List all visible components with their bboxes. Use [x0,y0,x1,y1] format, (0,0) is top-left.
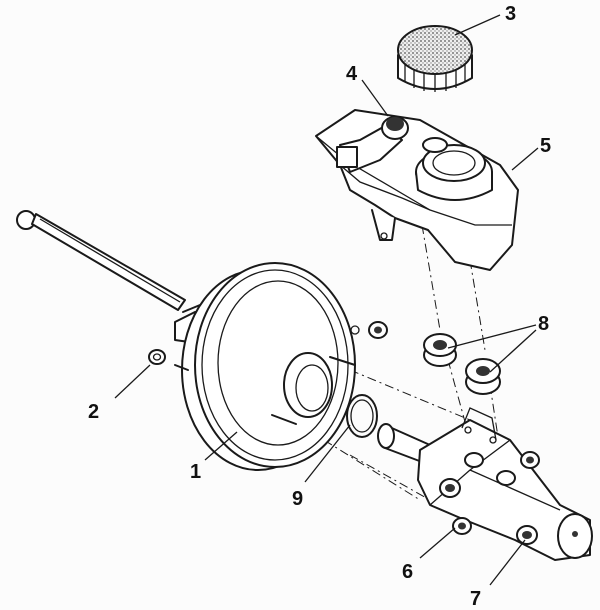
callout-3: 3 [505,3,516,25]
callout-labels: 1 2 3 4 5 6 7 8 9 [88,3,551,610]
level-sensor-connector [336,116,409,173]
push-rod [16,210,186,311]
callout-9: 9 [292,488,303,510]
callout-1: 1 [190,461,201,483]
brake-booster [174,262,360,471]
master-cylinder [377,407,593,561]
fluid-reservoir [315,109,519,271]
leader-lines [114,14,539,586]
mounting-nut [452,517,472,535]
callout-8: 8 [538,313,549,335]
o-ring-seal [346,394,378,438]
callout-6: 6 [402,561,413,583]
callout-7: 7 [470,588,481,610]
reservoir-grommet-left [423,333,457,367]
booster-nut [368,321,388,339]
washer [148,349,166,365]
reservoir-cap [397,25,473,92]
reservoir-grommet-right [465,358,501,395]
callout-4: 4 [346,63,358,85]
callout-5: 5 [540,135,551,157]
callout-2: 2 [88,401,99,423]
